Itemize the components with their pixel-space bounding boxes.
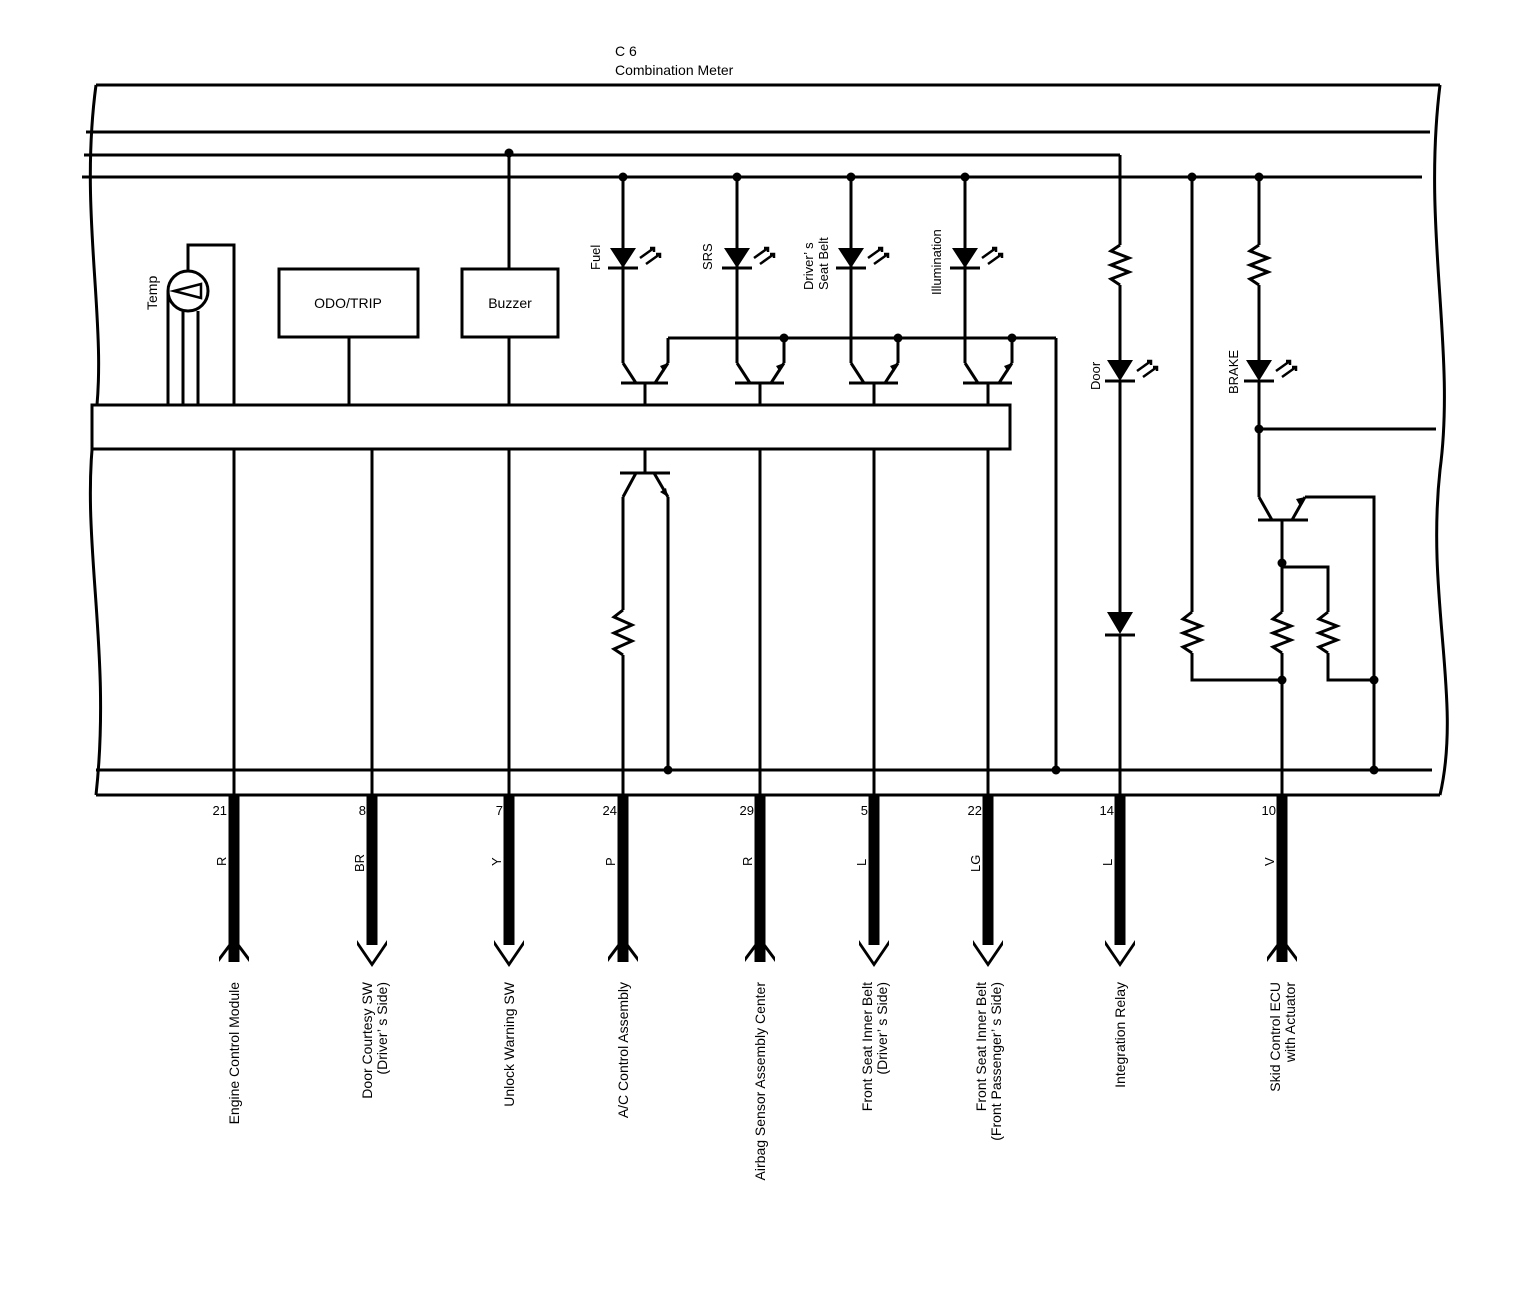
meter-ic-block bbox=[90, 403, 1012, 451]
pin-number: 10 bbox=[1262, 803, 1276, 818]
wire-pin-24 bbox=[608, 795, 638, 962]
pin-number: 5 bbox=[861, 803, 868, 818]
srs-lamp: SRS bbox=[700, 172, 789, 405]
odo-trip-label: ODO/TRIP bbox=[314, 295, 382, 311]
destination-label: Front Seat Inner Belt bbox=[859, 982, 875, 1111]
srs-lamp-label: SRS bbox=[700, 243, 715, 270]
destination-label: Engine Control Module bbox=[226, 982, 242, 1125]
buzzer-label: Buzzer bbox=[488, 295, 532, 311]
brake-lamp-circuit: BRAKE bbox=[1178, 172, 1436, 795]
destination-label: Door Courtesy SW bbox=[359, 981, 375, 1098]
destination-label: Skid Control ECU bbox=[1267, 982, 1283, 1092]
wire-color: L bbox=[854, 859, 869, 866]
wire-pin-7 bbox=[494, 795, 524, 967]
temp-gauge: Temp bbox=[144, 243, 236, 405]
illumination-lamp: Illumination bbox=[929, 172, 1017, 405]
pin-number: 24 bbox=[603, 803, 617, 818]
destination-label: A/C Control Assembly bbox=[615, 982, 631, 1118]
wire-pin-22 bbox=[973, 795, 1003, 967]
fuel-lamp: Fuel bbox=[588, 172, 670, 405]
destination-label-sub: (Driver’ s Side) bbox=[374, 982, 390, 1075]
door-lamp-circuit: Door bbox=[1088, 177, 1159, 795]
wire-color: BR bbox=[352, 854, 367, 872]
seat-belt-lamp-label-1: Driver’ s bbox=[801, 242, 816, 290]
destination-label: Unlock Warning SW bbox=[501, 981, 517, 1107]
wire-pin-14 bbox=[1105, 795, 1135, 967]
wire-pin-29 bbox=[745, 795, 775, 962]
buzzer-block: Buzzer bbox=[460, 148, 560, 405]
destination-label-sub: (Front Passenger’ s Side) bbox=[988, 982, 1004, 1141]
illumination-lamp-label: Illumination bbox=[929, 229, 944, 295]
pin-number: 22 bbox=[968, 803, 982, 818]
pin-number: 14 bbox=[1100, 803, 1114, 818]
destination-label: Integration Relay bbox=[1112, 982, 1128, 1088]
odo-trip-block: ODO/TRIP bbox=[277, 267, 420, 405]
component-name: Combination Meter bbox=[615, 62, 734, 78]
wire-color: Y bbox=[489, 857, 504, 866]
ac-output-transistor bbox=[610, 449, 673, 795]
wire-pin-10 bbox=[1267, 795, 1297, 962]
seat-belt-lamp-label-2: Seat Belt bbox=[816, 237, 831, 290]
internal-bus bbox=[82, 130, 1432, 772]
pin-number: 21 bbox=[213, 803, 227, 818]
seat-belt-lamp: Driver’ s Seat Belt bbox=[801, 172, 903, 405]
temp-gauge-label: Temp bbox=[144, 276, 160, 310]
indicator-lamp-group: Fuel SRS bbox=[588, 172, 1061, 775]
wire-colors: R BR Y P R L LG L V bbox=[214, 854, 1277, 872]
wire-pin-8 bbox=[357, 795, 387, 967]
destination-labels: Engine Control Module Door Courtesy SW (… bbox=[226, 981, 1298, 1180]
wire-color: LG bbox=[968, 855, 983, 872]
wire-color: L bbox=[1100, 859, 1115, 866]
wire-color: R bbox=[214, 857, 229, 866]
door-lamp-label: Door bbox=[1088, 361, 1103, 390]
pin-numbers: 21 8 7 24 29 5 22 14 10 bbox=[213, 803, 1276, 818]
destination-label: Airbag Sensor Assembly Center bbox=[752, 982, 768, 1181]
wire-pin-21 bbox=[219, 795, 249, 962]
harness-wires bbox=[219, 795, 1297, 967]
brake-lamp-label: BRAKE bbox=[1226, 350, 1241, 394]
wire-pin-5 bbox=[859, 795, 889, 967]
wire-color: V bbox=[1262, 857, 1277, 866]
pin-number: 7 bbox=[496, 803, 503, 818]
wire-color: P bbox=[603, 857, 618, 866]
destination-label-sub: (Driver’ s Side) bbox=[874, 982, 890, 1075]
fuel-lamp-label: Fuel bbox=[588, 245, 603, 270]
pin-number: 8 bbox=[359, 803, 366, 818]
pin-number: 29 bbox=[740, 803, 754, 818]
pin-lines bbox=[232, 449, 990, 795]
wire-color: R bbox=[740, 857, 755, 866]
destination-label-sub: with Actuator bbox=[1282, 982, 1298, 1063]
destination-label: Front Seat Inner Belt bbox=[973, 982, 989, 1111]
connector-code: C 6 bbox=[615, 43, 637, 59]
